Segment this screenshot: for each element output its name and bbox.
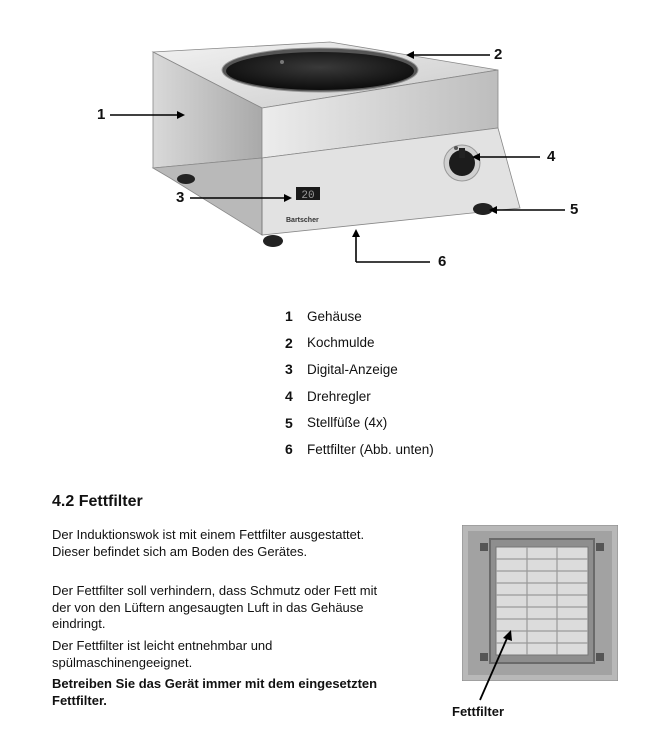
legend-number: 6	[285, 441, 293, 458]
legend-label: Gehäuse	[307, 308, 362, 324]
callout-6: 6	[438, 253, 447, 270]
callout-5: 5	[570, 201, 579, 218]
callout-4: 4	[547, 148, 556, 165]
photo-caption: Fettfilter	[452, 704, 504, 719]
product-figure: 20 Bartscher	[110, 41, 565, 263]
legend-item: 6 Fettfilter (Abb. unten)	[285, 436, 434, 463]
grease-filter-photo	[462, 525, 618, 681]
legend-label: Stellfüße (4x)	[307, 415, 388, 431]
control-knob	[443, 144, 481, 182]
legend-item: 2 Kochmulde	[285, 330, 434, 357]
legend-item: 5 Stellfüße (4x)	[285, 409, 434, 436]
legend-label: Drehregler	[307, 388, 371, 404]
callout-2: 2	[494, 46, 503, 63]
feet	[177, 174, 493, 247]
paragraph: Der Induktionswok ist mit einem Fettfilt…	[52, 527, 365, 559]
legend-label: Kochmulde	[307, 335, 375, 351]
digital-display: 20	[296, 187, 320, 202]
legend-item: 3 Digital-Anzeige	[285, 356, 434, 383]
legend-number: 1	[285, 308, 293, 325]
callout-3: 3	[176, 189, 185, 206]
caption-arrow	[479, 630, 512, 701]
legend-number: 2	[285, 334, 293, 351]
parts-legend: 1 Gehäuse 2 Kochmulde 3 Digital-Anzeige …	[285, 303, 434, 463]
paragraph: Der Fettfilter soll verhindern, dass Sch…	[52, 583, 378, 632]
callout-lines	[110, 51, 565, 263]
display-value: 20	[301, 190, 314, 202]
wok-well	[221, 47, 419, 93]
legend-item: 4 Drehregler	[285, 383, 434, 410]
legend-number: 5	[285, 414, 293, 431]
legend-item: 1 Gehäuse	[285, 303, 434, 330]
legend-label: Fettfilter (Abb. unten)	[307, 441, 434, 457]
brand-logo: Bartscher	[286, 217, 319, 224]
warning-text: Betreiben Sie das Gerät immer mit dem ei…	[52, 676, 378, 708]
section-title: 4.2 Fettfilter	[52, 493, 143, 510]
legend-number: 4	[285, 388, 293, 405]
legend-number: 3	[285, 361, 293, 378]
brand-label: Bartscher	[286, 217, 319, 224]
callout-1: 1	[97, 106, 106, 123]
paragraph: Der Fettfilter ist leicht entnehmbar und…	[52, 638, 273, 670]
legend-label: Digital-Anzeige	[307, 361, 398, 377]
